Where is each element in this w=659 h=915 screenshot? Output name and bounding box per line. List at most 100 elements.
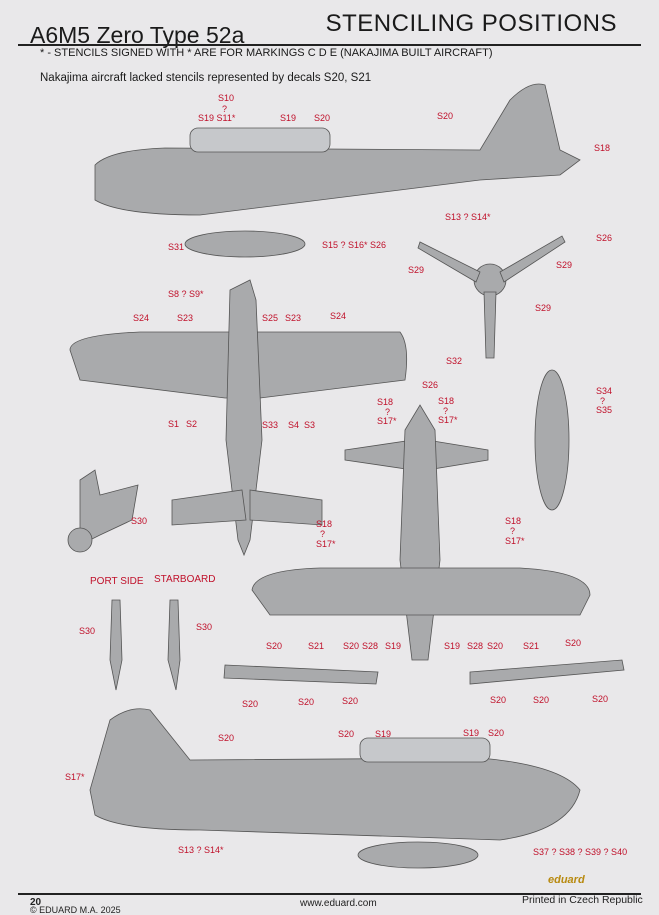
- drop-tank-plan: [534, 369, 570, 511]
- stencil-label: ?: [222, 104, 228, 114]
- plan-view-wing-lower: [251, 567, 591, 616]
- stencil-label: ?: [600, 396, 606, 406]
- stencil-label: S29: [535, 303, 552, 313]
- stencil-label: S20: [314, 113, 331, 123]
- stencil-label: S21: [523, 641, 540, 651]
- stencil-label: S30: [79, 626, 96, 636]
- stencil-label: S33: [262, 420, 279, 430]
- stencil-label: S18: [594, 143, 611, 153]
- side-view-bottom-canopy: [359, 737, 491, 763]
- stencil-label: S20: [592, 694, 609, 704]
- copyright: © EDUARD M.A. 2025: [30, 905, 121, 915]
- stencil-label: S20: [565, 638, 582, 648]
- drop-tank-bottom: [357, 841, 479, 869]
- header-rule: [18, 44, 641, 46]
- stencil-label: S30: [131, 516, 148, 526]
- website[interactable]: www.eduard.com: [300, 898, 377, 909]
- port-side-label: PORT SIDE: [90, 576, 144, 587]
- stencil-label: ?: [320, 529, 326, 539]
- note-signed-stencils: * - STENCILS SIGNED WITH * ARE FOR MARKI…: [40, 47, 493, 59]
- stencil-label: S18: [438, 396, 455, 406]
- stencil-label: S26: [596, 233, 613, 243]
- stencil-label: S20: [487, 641, 504, 651]
- stencil-label: S19: [385, 641, 402, 651]
- stencil-label: S19 S11*: [198, 113, 236, 123]
- stencil-label: S20: [218, 733, 235, 743]
- stencil-label: S17*: [65, 772, 85, 782]
- stencil-label: S19: [463, 728, 480, 738]
- stencil-label: S13 ? S14*: [445, 212, 491, 222]
- note-nakajima: Nakajima aircraft lacked stencils repres…: [40, 72, 372, 84]
- stencil-label: S29: [408, 265, 425, 275]
- stencil-label: ?: [510, 526, 516, 536]
- stencil-label: S28: [467, 641, 484, 651]
- stencil-label: S4: [288, 420, 300, 430]
- stencil-label: S21: [308, 641, 325, 651]
- stencil-label: S3: [304, 420, 316, 430]
- stencil-label: S18: [377, 397, 394, 407]
- stencil-label: S19: [375, 729, 392, 739]
- plan-view-fuselage-lower: [399, 404, 441, 661]
- stencil-label: S20: [266, 641, 283, 651]
- plan-view-fuselage-upper: [225, 279, 263, 557]
- stencil-label: S32: [446, 356, 463, 366]
- propeller-hub: [473, 263, 507, 297]
- stencil-label: S17*: [505, 536, 525, 546]
- footer-rule: [18, 893, 641, 895]
- stencil-label: S19: [444, 641, 461, 651]
- landing-gear-wheel: [67, 527, 93, 553]
- stencil-label: S15 ? S16* S26: [322, 240, 387, 250]
- propeller-blade-right: [499, 235, 566, 283]
- section-title: STENCILING POSITIONS: [325, 10, 617, 37]
- stencil-label: S31: [168, 242, 185, 252]
- stencil-label: S18: [505, 516, 522, 526]
- side-view-bottom-fuselage: [89, 708, 581, 841]
- stencil-label: S13 ? S14*: [178, 845, 224, 855]
- stencil-label: S8 ? S9*: [168, 289, 204, 299]
- drop-tank-top: [184, 230, 306, 258]
- stencil-label: S20: [242, 699, 259, 709]
- starboard-label: STARBOARD: [154, 574, 216, 585]
- page-number: 20: [30, 897, 42, 908]
- stencil-label: S20: [342, 696, 359, 706]
- stencil-label: S17*: [438, 415, 458, 425]
- side-view-top-canopy: [189, 127, 331, 153]
- stencil-label: S20: [343, 641, 360, 651]
- stencil-label: S28: [362, 641, 379, 651]
- stencil-label: S17*: [377, 416, 397, 426]
- stencil-label: S20: [490, 695, 507, 705]
- propeller-blade-left: [417, 241, 481, 283]
- stencil-label: S20: [488, 728, 505, 738]
- stencil-label: S24: [133, 313, 150, 323]
- side-view-top-fuselage: [94, 83, 581, 216]
- stencil-label: S26: [422, 380, 439, 390]
- stencil-label: S30: [196, 622, 213, 632]
- plan-view-tail-upper: [171, 489, 323, 526]
- stencil-label: S20: [338, 729, 355, 739]
- stencil-label: S29: [556, 260, 573, 270]
- stencil-label: S1: [168, 419, 180, 429]
- flap-right: [469, 659, 625, 685]
- stencil-label: S20: [298, 697, 315, 707]
- stencil-label: ?: [385, 407, 391, 417]
- brand-logo: eduard: [548, 874, 585, 886]
- landing-gear-starboard: [167, 599, 181, 691]
- stencil-label: ?: [443, 406, 449, 416]
- stencil-label: S35: [596, 405, 613, 415]
- stencil-label: S37 ? S38 ? S39 ? S40: [533, 847, 628, 857]
- stencil-label: S24: [330, 311, 347, 321]
- aircraft-title: A6M5 Zero Type 52a: [30, 22, 245, 48]
- stencil-label: S20: [437, 111, 454, 121]
- stencil-label: S20: [533, 695, 550, 705]
- stencil-label: S23: [285, 313, 302, 323]
- stencil-label: S23: [177, 313, 194, 323]
- stencil-label: S2: [186, 419, 198, 429]
- propeller-blade-bottom: [483, 291, 497, 359]
- stencil-label: S25: [262, 313, 279, 323]
- printed-in: Printed in Czech Republic: [522, 894, 643, 906]
- stencil-label: S10: [218, 93, 235, 103]
- stencil-label: S19: [280, 113, 297, 123]
- flap-left: [223, 664, 379, 685]
